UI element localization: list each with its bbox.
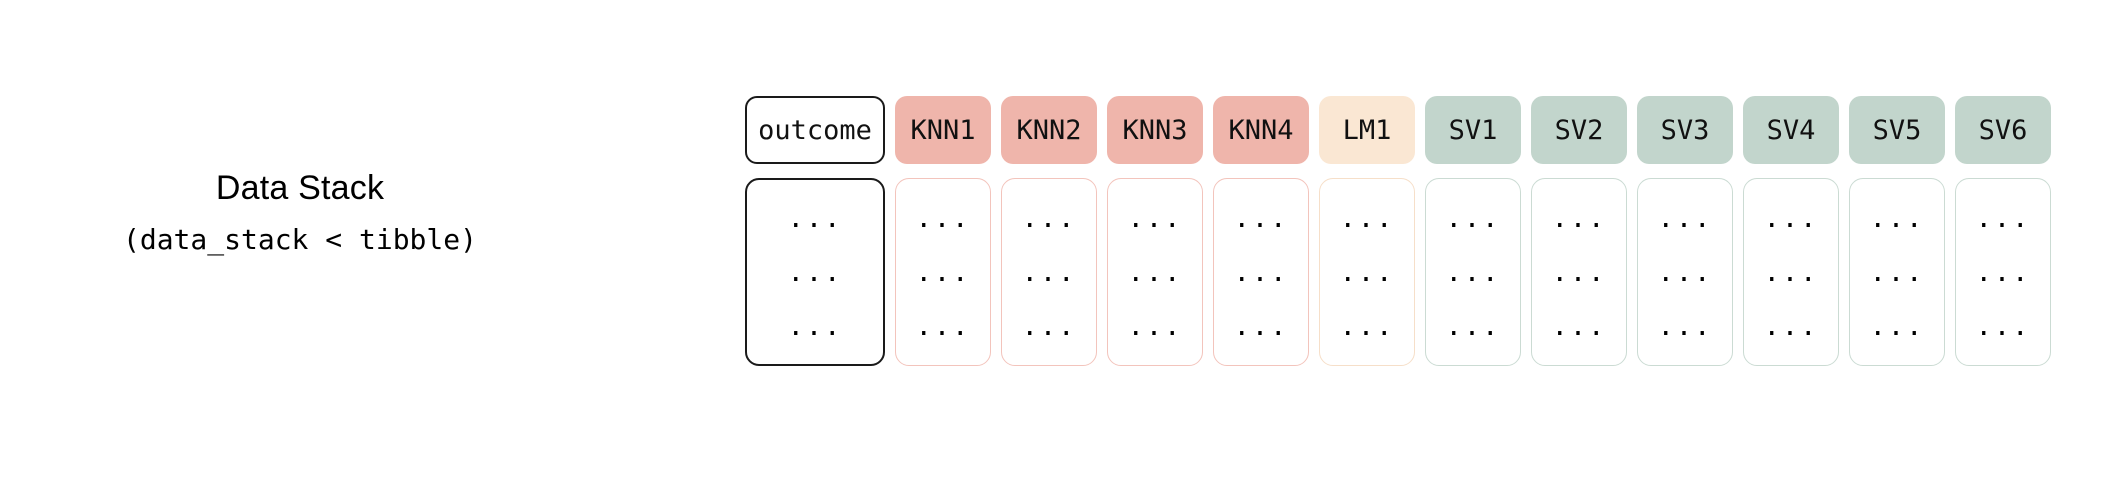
cell-placeholder: ... (787, 202, 843, 234)
column-body-sv3: ......... (1637, 178, 1733, 366)
cell-placeholder: ... (1869, 202, 1925, 234)
cell-placeholder: ... (1021, 310, 1077, 342)
cell-placeholder: ... (1127, 202, 1183, 234)
cell-placeholder: ... (1339, 310, 1395, 342)
column-lm1: LM1......... (1319, 96, 1415, 366)
caption-title: Data Stack (215, 169, 385, 207)
cell-placeholder: ... (1551, 256, 1607, 288)
cell-placeholder: ... (787, 310, 843, 342)
column-header-knn2[interactable]: KNN2 (1001, 96, 1097, 164)
cell-placeholder: ... (1021, 256, 1077, 288)
cell-placeholder: ... (787, 256, 843, 288)
column-header-sv3[interactable]: SV3 (1637, 96, 1733, 164)
column-body-knn2: ......... (1001, 178, 1097, 366)
column-body-sv4: ......... (1743, 178, 1839, 366)
cell-placeholder: ... (1233, 202, 1289, 234)
cell-placeholder: ... (1339, 256, 1395, 288)
cell-placeholder: ... (1127, 256, 1183, 288)
column-header-lm1[interactable]: LM1 (1319, 96, 1415, 164)
cell-placeholder: ... (1657, 256, 1713, 288)
cell-placeholder: ... (915, 256, 971, 288)
cell-placeholder: ... (1657, 202, 1713, 234)
column-header-sv5[interactable]: SV5 (1849, 96, 1945, 164)
column-body-sv5: ......... (1849, 178, 1945, 366)
cell-placeholder: ... (1445, 256, 1501, 288)
column-knn4: KNN4......... (1213, 96, 1309, 366)
cell-placeholder: ... (1339, 202, 1395, 234)
cell-placeholder: ... (915, 202, 971, 234)
cell-placeholder: ... (1233, 256, 1289, 288)
column-header-sv1[interactable]: SV1 (1425, 96, 1521, 164)
column-body-knn1: ......... (895, 178, 991, 366)
cell-placeholder: ... (1021, 202, 1077, 234)
cell-placeholder: ... (1551, 310, 1607, 342)
data-stack-caption: Data Stack (data_stack < tibble) (0, 168, 600, 256)
column-header-outcome[interactable]: outcome (745, 96, 885, 164)
data-stack-table: outcome.........KNN1.........KNN2.......… (745, 96, 2051, 366)
column-sv5: SV5......... (1849, 96, 1945, 366)
column-sv4: SV4......... (1743, 96, 1839, 366)
caption-subtitle: (data_stack < tibble) (122, 222, 477, 256)
cell-placeholder: ... (1975, 256, 2031, 288)
column-sv1: SV1......... (1425, 96, 1521, 366)
column-knn3: KNN3......... (1107, 96, 1203, 366)
column-body-sv1: ......... (1425, 178, 1521, 366)
cell-placeholder: ... (1869, 256, 1925, 288)
cell-placeholder: ... (1551, 202, 1607, 234)
cell-placeholder: ... (1233, 310, 1289, 342)
cell-placeholder: ... (1975, 310, 2031, 342)
column-header-knn3[interactable]: KNN3 (1107, 96, 1203, 164)
column-body-sv2: ......... (1531, 178, 1627, 366)
column-header-sv6[interactable]: SV6 (1955, 96, 2051, 164)
cell-placeholder: ... (1763, 310, 1819, 342)
column-sv6: SV6......... (1955, 96, 2051, 366)
cell-placeholder: ... (1127, 310, 1183, 342)
column-header-knn1[interactable]: KNN1 (895, 96, 991, 164)
column-header-sv4[interactable]: SV4 (1743, 96, 1839, 164)
column-knn1: KNN1......... (895, 96, 991, 366)
column-knn2: KNN2......... (1001, 96, 1097, 366)
column-body-lm1: ......... (1319, 178, 1415, 366)
cell-placeholder: ... (1445, 202, 1501, 234)
column-body-sv6: ......... (1955, 178, 2051, 366)
cell-placeholder: ... (1763, 202, 1819, 234)
column-header-sv2[interactable]: SV2 (1531, 96, 1627, 164)
column-body-outcome: ......... (745, 178, 885, 366)
column-header-knn4[interactable]: KNN4 (1213, 96, 1309, 164)
cell-placeholder: ... (1763, 256, 1819, 288)
cell-placeholder: ... (1445, 310, 1501, 342)
cell-placeholder: ... (915, 310, 971, 342)
column-body-knn4: ......... (1213, 178, 1309, 366)
cell-placeholder: ... (1975, 202, 2031, 234)
column-sv2: SV2......... (1531, 96, 1627, 366)
column-body-knn3: ......... (1107, 178, 1203, 366)
cell-placeholder: ... (1869, 310, 1925, 342)
cell-placeholder: ... (1657, 310, 1713, 342)
column-sv3: SV3......... (1637, 96, 1733, 366)
column-outcome: outcome......... (745, 96, 885, 366)
